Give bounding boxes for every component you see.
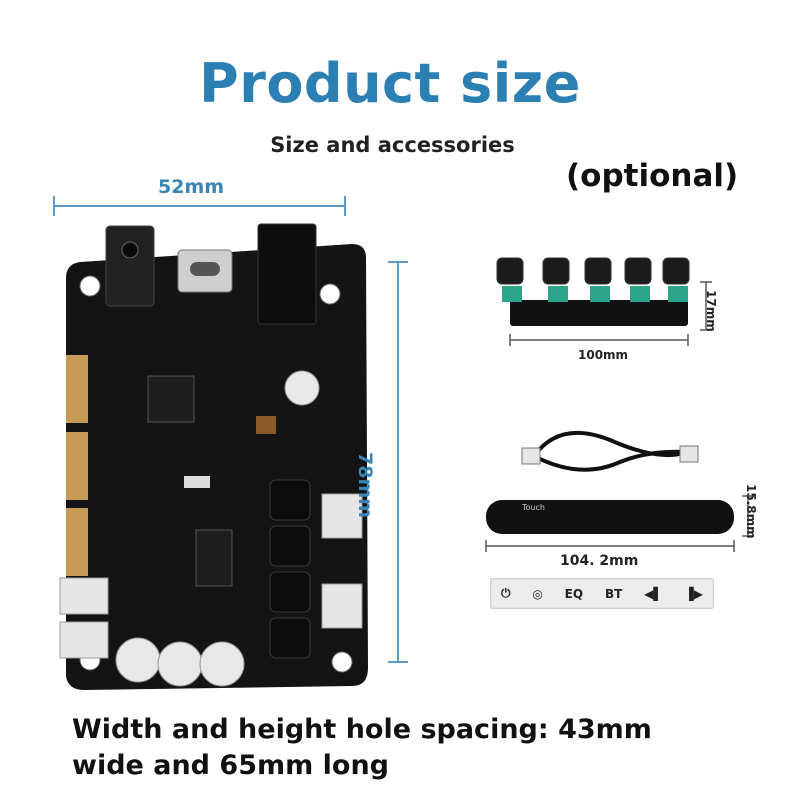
caption: Width and height hole spacing: 43mm wide… xyxy=(72,712,652,784)
knob-board xyxy=(496,257,712,346)
knob-board-width-label: 100mm xyxy=(578,348,629,362)
ribbon-cable xyxy=(532,430,687,472)
page-subtitle: Size and accessories xyxy=(270,133,515,157)
bt-key: BT xyxy=(604,586,623,601)
board-height-dimension xyxy=(388,261,408,663)
touch-panel xyxy=(485,495,754,552)
power-icon: ⏻ xyxy=(500,586,511,600)
board-width-dimension xyxy=(53,196,346,216)
touch-panel-height-label: 15.8mm xyxy=(744,484,758,539)
knob-board-height-label: 17mm xyxy=(704,290,718,332)
touch-panel-text: Touch xyxy=(522,503,545,512)
caption-line-1: Width and height hole spacing: 43mm xyxy=(72,714,652,745)
board-height-label: 78mm xyxy=(354,452,376,519)
touch-key-strip: ⏻ ◎ EQ BT ◀▌ ▐▶ xyxy=(490,578,714,609)
optional-label: (optional) xyxy=(566,158,739,194)
board-width-label: 52mm xyxy=(158,176,225,198)
previous-icon: ◀▌ xyxy=(644,586,663,601)
caption-line-2: wide and 65mm long xyxy=(72,750,389,781)
eq-key: EQ xyxy=(564,586,584,601)
page-title: Product size xyxy=(199,52,581,115)
amplifier-board xyxy=(59,223,368,690)
tws-icon: ◎ xyxy=(532,586,543,601)
next-icon: ▐▶ xyxy=(684,586,703,601)
touch-panel-width-label: 104. 2mm xyxy=(560,553,639,569)
